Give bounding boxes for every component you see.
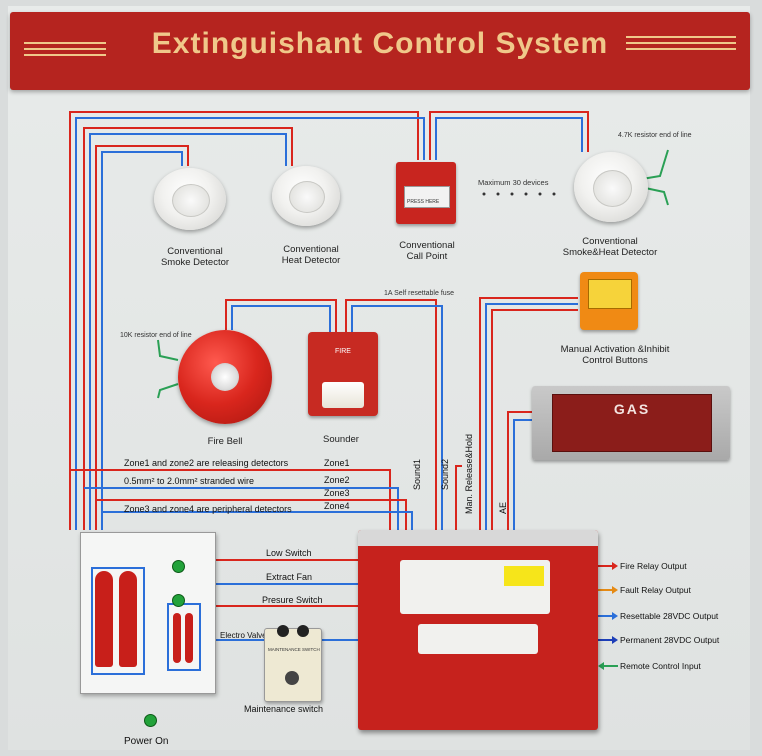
pressure-led [172, 594, 185, 607]
output-fault-relay: Fault Relay Output [620, 585, 691, 595]
electro-valve-label: Electro Valve [220, 631, 267, 640]
heat-detector [272, 166, 340, 226]
smoke-detector-label: Conventional Smoke Detector [160, 246, 230, 268]
combo-detector-label: Conventional Smoke&Heat Detector [562, 236, 658, 258]
title-banner: Extinguishant Control System [10, 12, 750, 90]
man-release-label: Man. Release&Hold [464, 433, 474, 514]
low-switch-label: Low Switch [266, 548, 312, 558]
manual-activation-box [580, 272, 638, 330]
power-on-label: Power On [124, 736, 169, 747]
combo-detector [574, 152, 648, 222]
maint-face-text: MAINTENANCE SWITCH [268, 647, 320, 652]
maintenance-switch-label: Maintenance switch [244, 704, 324, 714]
control-panel [358, 530, 598, 730]
zone1-label: Zone1 [324, 458, 350, 468]
sounder-face-text: FIRE [335, 348, 351, 355]
fire-bell-label: Fire Bell [207, 436, 243, 447]
resistor-bell-label: 10K resistor end of line [120, 332, 192, 339]
output-resettable-28vdc: Resettable 28VDC Output [620, 611, 719, 621]
page-title: Extinguishant Control System [151, 27, 609, 60]
zone-note-3: Zone3 and zone4 are peripheral detectors [124, 504, 292, 514]
zone4-label: Zone4 [324, 501, 350, 511]
sound2-label: Sound2 [440, 458, 450, 490]
output-fire-relay: Fire Relay Output [620, 561, 687, 571]
fire-bell [178, 330, 272, 424]
manual-buttons-label: Manual Activation &Inhibit Control Butto… [560, 344, 670, 366]
input-remote-control: Remote Control Input [620, 661, 701, 671]
resistor-top-label: 4.7K resistor end of line [618, 132, 692, 139]
zone-note-2: 0.5mm² to 2.0mm² stranded wire [124, 476, 255, 486]
extract-fan-label: Extract Fan [266, 572, 313, 582]
sounder-label: Sounder [323, 434, 359, 445]
cylinder-box [80, 532, 216, 694]
gas-sign: GAS [532, 386, 730, 460]
pressure-switch-label: Presure Switch [262, 595, 323, 605]
call-point-glass-text: PRESS HERE [407, 199, 440, 205]
sounder: FIRE [308, 332, 378, 416]
smoke-detector [154, 168, 226, 230]
power-on-led [144, 714, 157, 727]
maintenance-switch[interactable]: MAINTENANCE SWITCH [264, 625, 322, 702]
max-devices-label: Maximum 30 devices [478, 178, 549, 187]
output-permanent-28vdc: Permanent 28VDC Output [620, 635, 720, 645]
call-point-label: Conventional Call Point [399, 240, 455, 262]
sound1-label: Sound1 [412, 458, 422, 490]
fuse-label: 1A Self resettable fuse [384, 290, 455, 297]
zone3-label: Zone3 [324, 488, 350, 498]
zone-note-1: Zone1 and zone2 are releasing detectors [124, 458, 289, 468]
heat-detector-label: Conventional Heat Detector [281, 244, 341, 266]
ae-label: AE [498, 501, 508, 514]
gas-sign-text: GAS [613, 401, 651, 417]
low-switch-led [172, 560, 185, 573]
zone2-label: Zone2 [324, 475, 350, 485]
call-point: PRESS HERE [396, 162, 456, 224]
